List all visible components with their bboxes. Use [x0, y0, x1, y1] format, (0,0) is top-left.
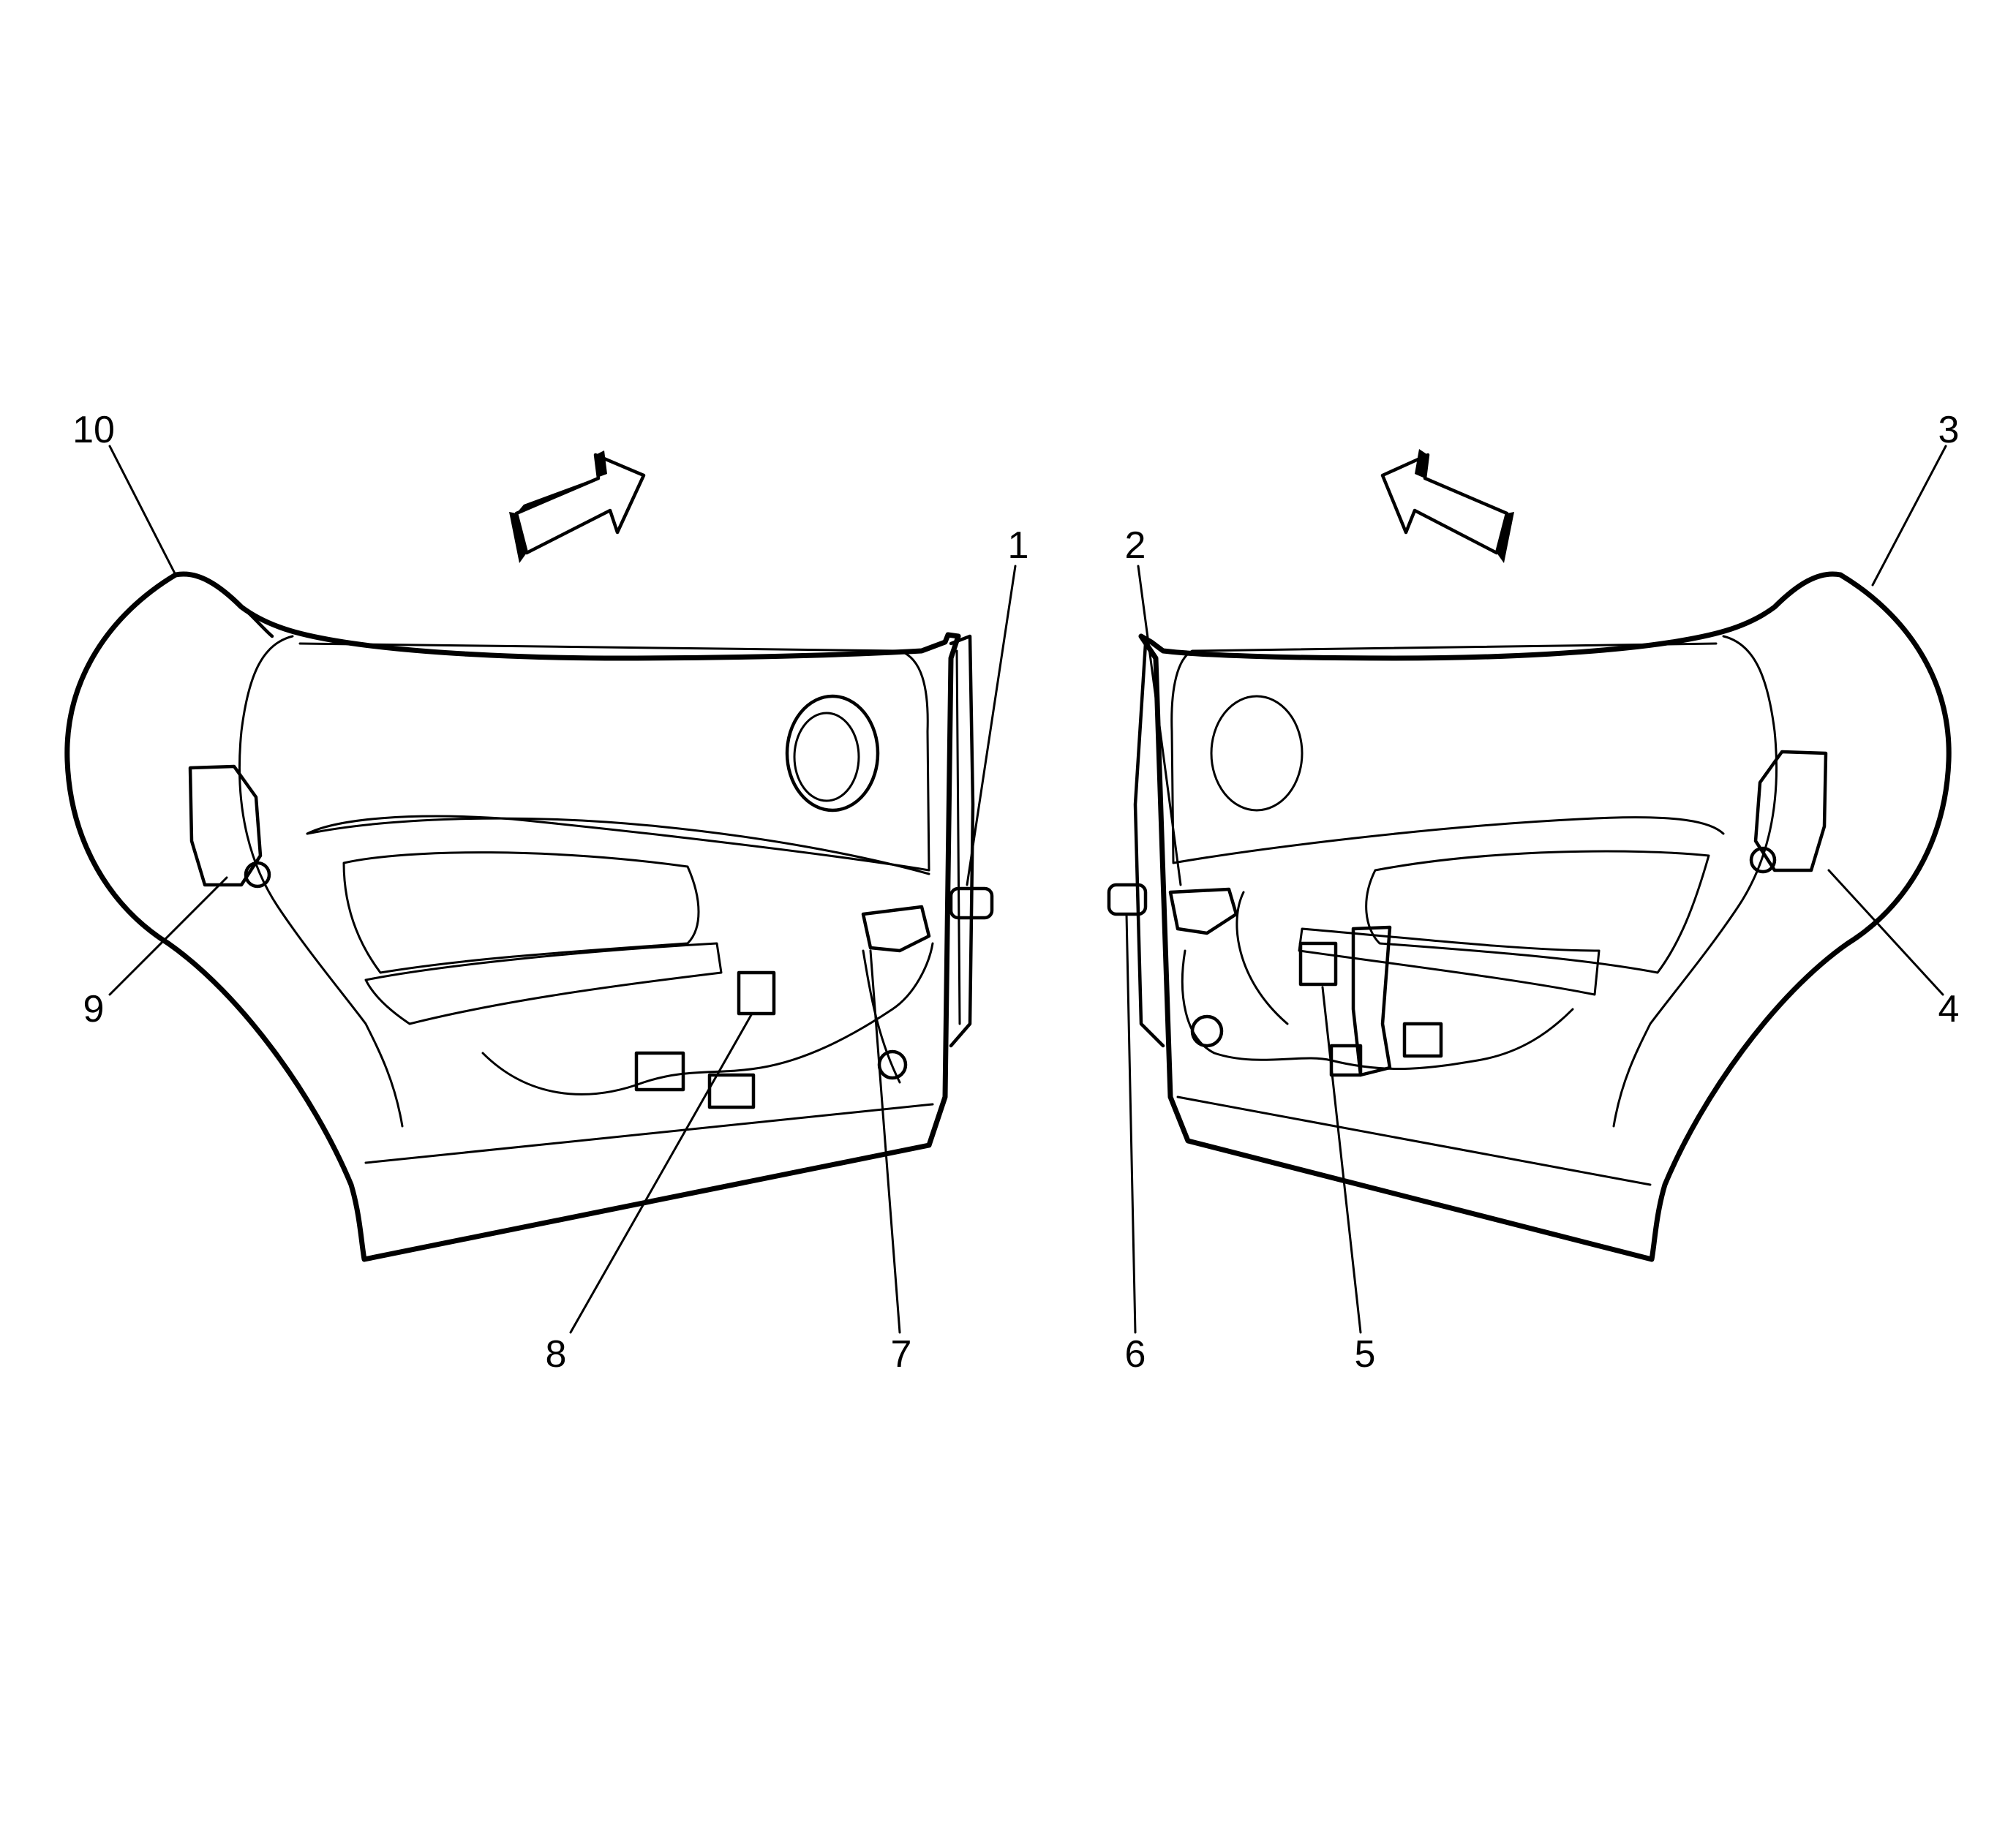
callout-1: 1: [1007, 524, 1029, 567]
leader-1: [966, 565, 1017, 886]
left-speaker-grille: [785, 694, 880, 812]
right-lock-knob: [1190, 1014, 1224, 1048]
right-speaker-grille: [1210, 695, 1304, 812]
leader-9: [108, 876, 228, 996]
right-door-pull: [1298, 927, 1601, 996]
right-wire-harness: [1181, 949, 1574, 1071]
left-upper-panel: [298, 642, 930, 872]
left-rear-edge: [949, 634, 975, 1048]
callout-8: 8: [545, 1333, 567, 1376]
forward-arrow-left: [509, 450, 646, 563]
callout-5: 5: [1354, 1333, 1376, 1376]
left-hinge-bracket: [188, 764, 263, 887]
leader-6: [1125, 913, 1137, 1334]
leader-4: [1827, 869, 1944, 996]
left-hinge-pin: [244, 861, 271, 889]
left-module-8: [737, 970, 776, 1016]
leader-7: [869, 949, 901, 1334]
left-panel-inner-edge: [238, 635, 404, 1128]
right-harness-loop: [1235, 891, 1289, 1025]
leader-2: [1137, 565, 1182, 886]
callout-3: 3: [1938, 409, 1960, 451]
right-panel-outline: [1138, 572, 1952, 1262]
right-hinge-bracket: [1753, 750, 1828, 872]
leader-10: [108, 445, 177, 576]
callout-2: 2: [1124, 524, 1146, 567]
left-wire-harness: [481, 942, 934, 1095]
left-speaker-inner: [793, 712, 860, 802]
right-lower-trim-line: [1176, 1095, 1652, 1186]
callout-10: 10: [72, 409, 115, 451]
forward-arrow-right: [1380, 449, 1514, 563]
leader-lines: [108, 445, 1947, 1334]
right-module-5: [1298, 941, 1338, 987]
left-door-connector: [949, 886, 994, 920]
right-door-trim-panel: [1107, 571, 1952, 1262]
right-panel-top-edge: [1138, 571, 1843, 661]
leader-3: [1871, 445, 1947, 587]
right-window-switch: [1168, 887, 1238, 935]
left-panel-outline: [64, 572, 961, 1262]
left-door-pull: [364, 942, 723, 1025]
left-lower-trim-line: [364, 1103, 934, 1164]
callout-7: 7: [890, 1333, 912, 1376]
left-connector-a: [634, 1051, 685, 1092]
callout-4: 4: [1938, 988, 1960, 1030]
right-hinge-pin: [1749, 846, 1777, 874]
left-connector-b: [707, 1073, 756, 1109]
callout-9: 9: [83, 988, 105, 1030]
callout-6: 6: [1124, 1333, 1146, 1376]
left-door-trim-panel: [64, 571, 994, 1262]
left-panel-top-notch: [239, 605, 274, 638]
left-rear-edge-inner: [955, 649, 961, 1025]
right-door-connector: [1107, 883, 1148, 916]
right-latch-rod: [1351, 925, 1392, 1077]
right-panel-inner-edge: [1612, 635, 1778, 1128]
left-panel-top-edge: [173, 571, 961, 661]
left-armrest: [342, 851, 700, 974]
left-window-switch: [861, 905, 931, 953]
left-belt-line: [306, 817, 930, 875]
right-upper-panel: [1170, 642, 1725, 864]
leader-8: [569, 1012, 753, 1334]
leader-5: [1321, 986, 1362, 1334]
right-armrest: [1365, 850, 1710, 974]
right-connector-a: [1402, 1022, 1443, 1058]
